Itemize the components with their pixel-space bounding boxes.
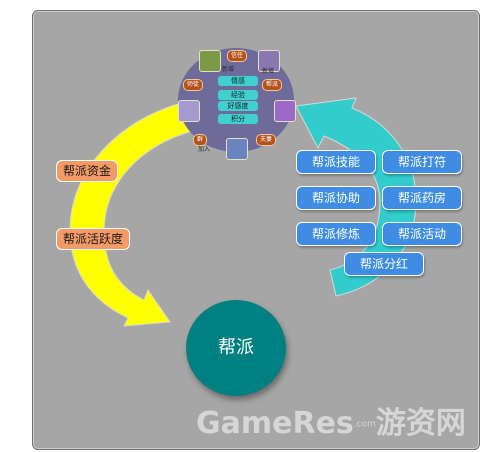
- feature-guild-cultivation: 帮派修炼: [296, 222, 376, 246]
- label-guild-activity: 帮派活跃度: [56, 228, 131, 250]
- stat-favor: 好感度: [218, 101, 258, 111]
- avatar-bottom: [226, 138, 248, 160]
- avatar-top-left: [199, 50, 221, 72]
- relation-trust: 信任: [227, 50, 248, 62]
- stat-points: 积分: [218, 114, 258, 124]
- stat-emotion: 情感: [218, 76, 258, 86]
- link-label-upper: 新增: [222, 66, 235, 73]
- avatar-right: [274, 100, 296, 122]
- feature-guild-talisman: 帮派打符: [382, 150, 462, 174]
- label-guild-funds: 帮派资金: [56, 160, 119, 182]
- stat-experience: 经验: [218, 90, 258, 100]
- yellow-arrow: [69, 101, 197, 327]
- link-label-left: 加入: [198, 146, 211, 153]
- watermark: GameRes.com游资网: [196, 398, 466, 442]
- watermark-domain: .com: [353, 419, 376, 430]
- feature-guild-skills: 帮派技能: [296, 150, 376, 174]
- relation-guild: 帮派: [262, 79, 283, 91]
- link-label-right: 新增: [262, 68, 275, 75]
- feature-guild-dividend: 帮派分红: [344, 252, 424, 276]
- feature-guild-assist: 帮派协助: [296, 186, 376, 210]
- watermark-cn: 游资网: [375, 406, 466, 441]
- relation-mentor: 师徒: [183, 79, 204, 91]
- guild-center-node: 帮派: [186, 300, 286, 396]
- relation-spouse: 夫妻: [256, 134, 277, 146]
- avatar-top-right: [258, 50, 280, 72]
- relation-group: 群: [193, 134, 208, 146]
- feature-guild-events: 帮派活动: [382, 222, 462, 246]
- watermark-brand: GameRes: [196, 406, 354, 441]
- avatar-left: [178, 100, 200, 122]
- feature-guild-pharmacy: 帮派药房: [382, 186, 462, 210]
